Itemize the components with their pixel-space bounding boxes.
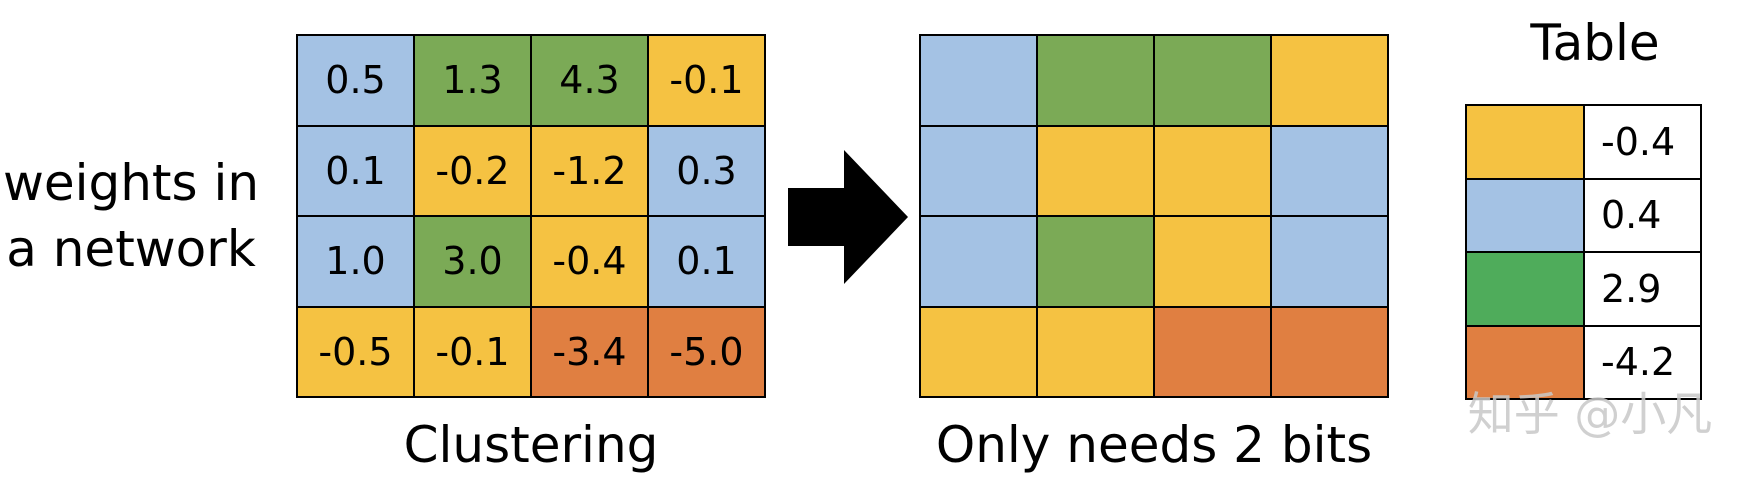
table-centroid-value: 2.9 xyxy=(1585,253,1700,325)
code-cell xyxy=(1272,217,1387,306)
code-cell xyxy=(1272,36,1387,125)
side-label: weights in a network xyxy=(0,150,262,282)
table-color-swatch xyxy=(1467,106,1583,178)
table-centroid-value: -0.4 xyxy=(1585,106,1700,178)
weight-cell: 0.5 xyxy=(298,36,413,125)
right-arrow-icon xyxy=(788,150,908,284)
weight-cell: 0.3 xyxy=(649,126,764,215)
weight-cell: 1.3 xyxy=(415,36,530,125)
code-cell xyxy=(1155,126,1270,215)
code-cell xyxy=(921,36,1036,125)
code-cell xyxy=(1155,217,1270,306)
bits-caption: Only needs 2 bits xyxy=(935,416,1373,474)
side-label-line1: weights in xyxy=(2,154,260,212)
weight-cell: -0.2 xyxy=(415,126,530,215)
watermark: 知乎 @小凡 xyxy=(1467,387,1713,441)
weight-cell: 3.0 xyxy=(415,217,530,306)
weight-cell: 1.0 xyxy=(298,217,413,306)
code-cell xyxy=(921,126,1036,215)
weight-cell: -0.1 xyxy=(415,307,530,396)
weight-cell: -0.1 xyxy=(649,36,764,125)
side-label-line2: a network xyxy=(6,220,256,278)
code-cell xyxy=(921,217,1036,306)
code-cell xyxy=(1155,36,1270,125)
codes-grid xyxy=(919,34,1389,398)
table-color-swatch xyxy=(1467,179,1583,251)
weight-cell: -0.5 xyxy=(298,307,413,396)
table-color-swatch xyxy=(1467,253,1583,325)
code-cell xyxy=(1272,307,1387,396)
weight-cell: -0.4 xyxy=(532,217,647,306)
code-cell xyxy=(1155,307,1270,396)
table-centroid-value: 0.4 xyxy=(1585,179,1700,251)
table-title: Table xyxy=(1530,14,1660,72)
code-cell xyxy=(1038,217,1153,306)
table-centroid-value: -4.2 xyxy=(1585,326,1700,398)
code-cell xyxy=(1038,36,1153,125)
weight-cell: 0.1 xyxy=(649,217,764,306)
code-cell xyxy=(1038,307,1153,396)
code-cell xyxy=(921,307,1036,396)
code-cell xyxy=(1272,126,1387,215)
table-color-swatch xyxy=(1467,326,1583,398)
weight-cell: -5.0 xyxy=(649,307,764,396)
weight-cell: -3.4 xyxy=(532,307,647,396)
weight-cell: 0.1 xyxy=(298,126,413,215)
weight-cell: -1.2 xyxy=(532,126,647,215)
weight-cell: 4.3 xyxy=(532,36,647,125)
clustering-caption: Clustering xyxy=(403,416,659,474)
code-cell xyxy=(1038,126,1153,215)
